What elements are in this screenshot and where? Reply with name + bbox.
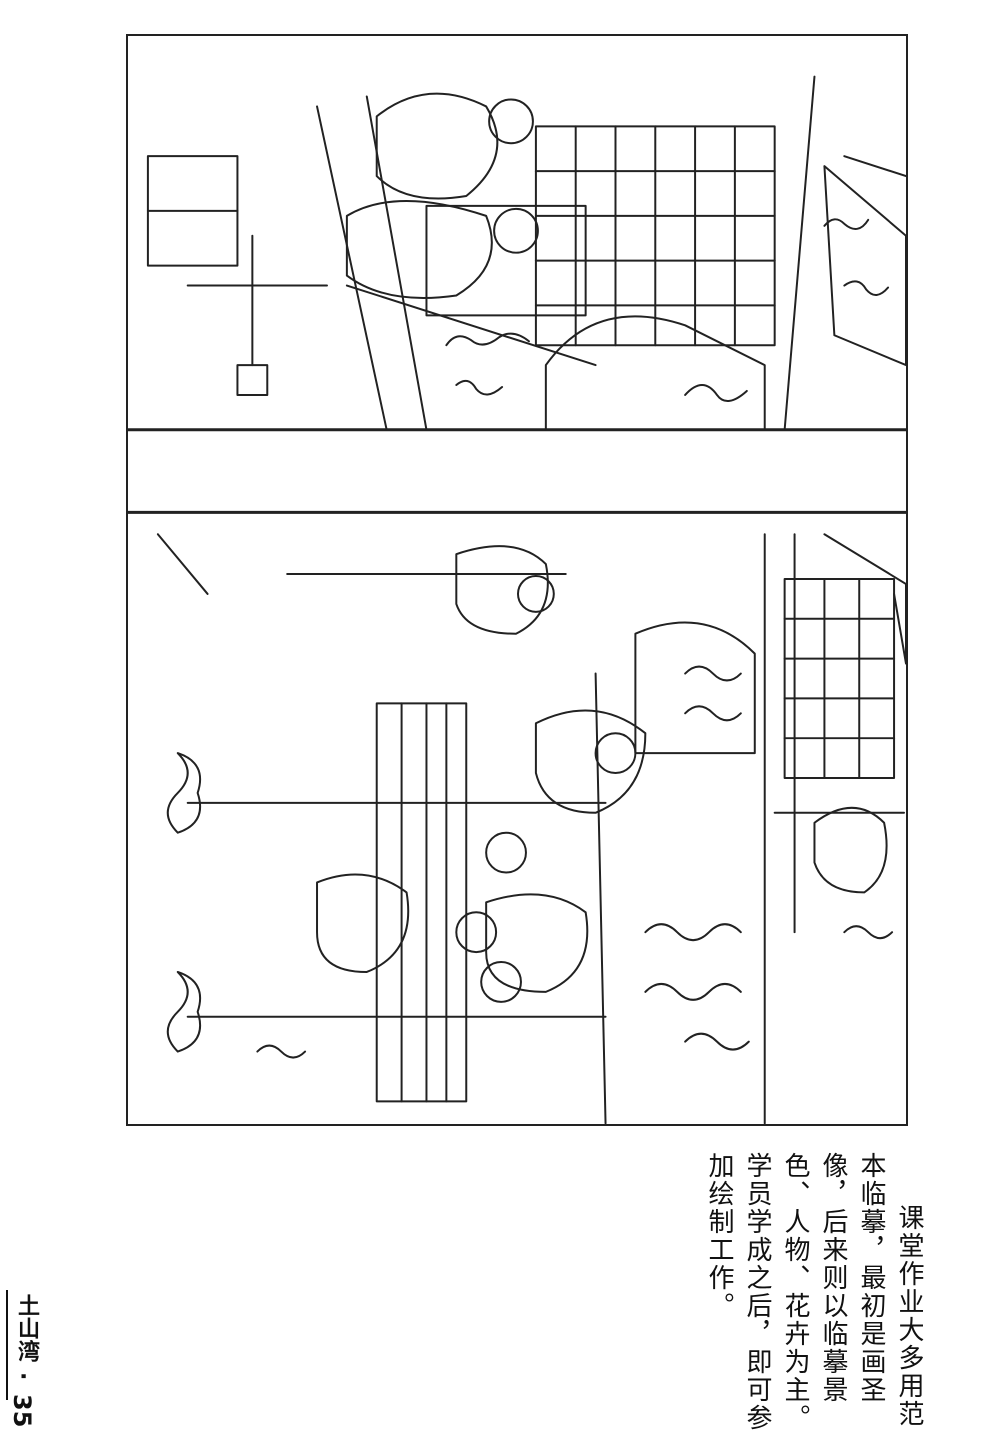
- caption-block: 课堂作业大多用范本临摹，最初是画圣像，后来则以临摹景色、人物、花卉为主。学员学成…: [668, 1152, 928, 1452]
- footer-separator: ·: [10, 1372, 35, 1381]
- footer-rule: [6, 1290, 8, 1400]
- page-number: 35: [8, 1394, 36, 1428]
- panel-gutter: [128, 428, 906, 514]
- caption-text: 课堂作业大多用范本临摹，最初是画圣像，后来则以临摹景色、人物、花卉为主。学员学成…: [704, 1152, 924, 1432]
- top-panel-scene: [146, 75, 906, 431]
- footer-book-title: 土山湾: [14, 1294, 39, 1363]
- bottom-panel-scene: [156, 533, 906, 1124]
- page-footer: 土山湾 · 35: [4, 1290, 40, 1440]
- line-drawing-classroom-scene: [128, 75, 906, 1124]
- classroom-illustration: [126, 34, 908, 1126]
